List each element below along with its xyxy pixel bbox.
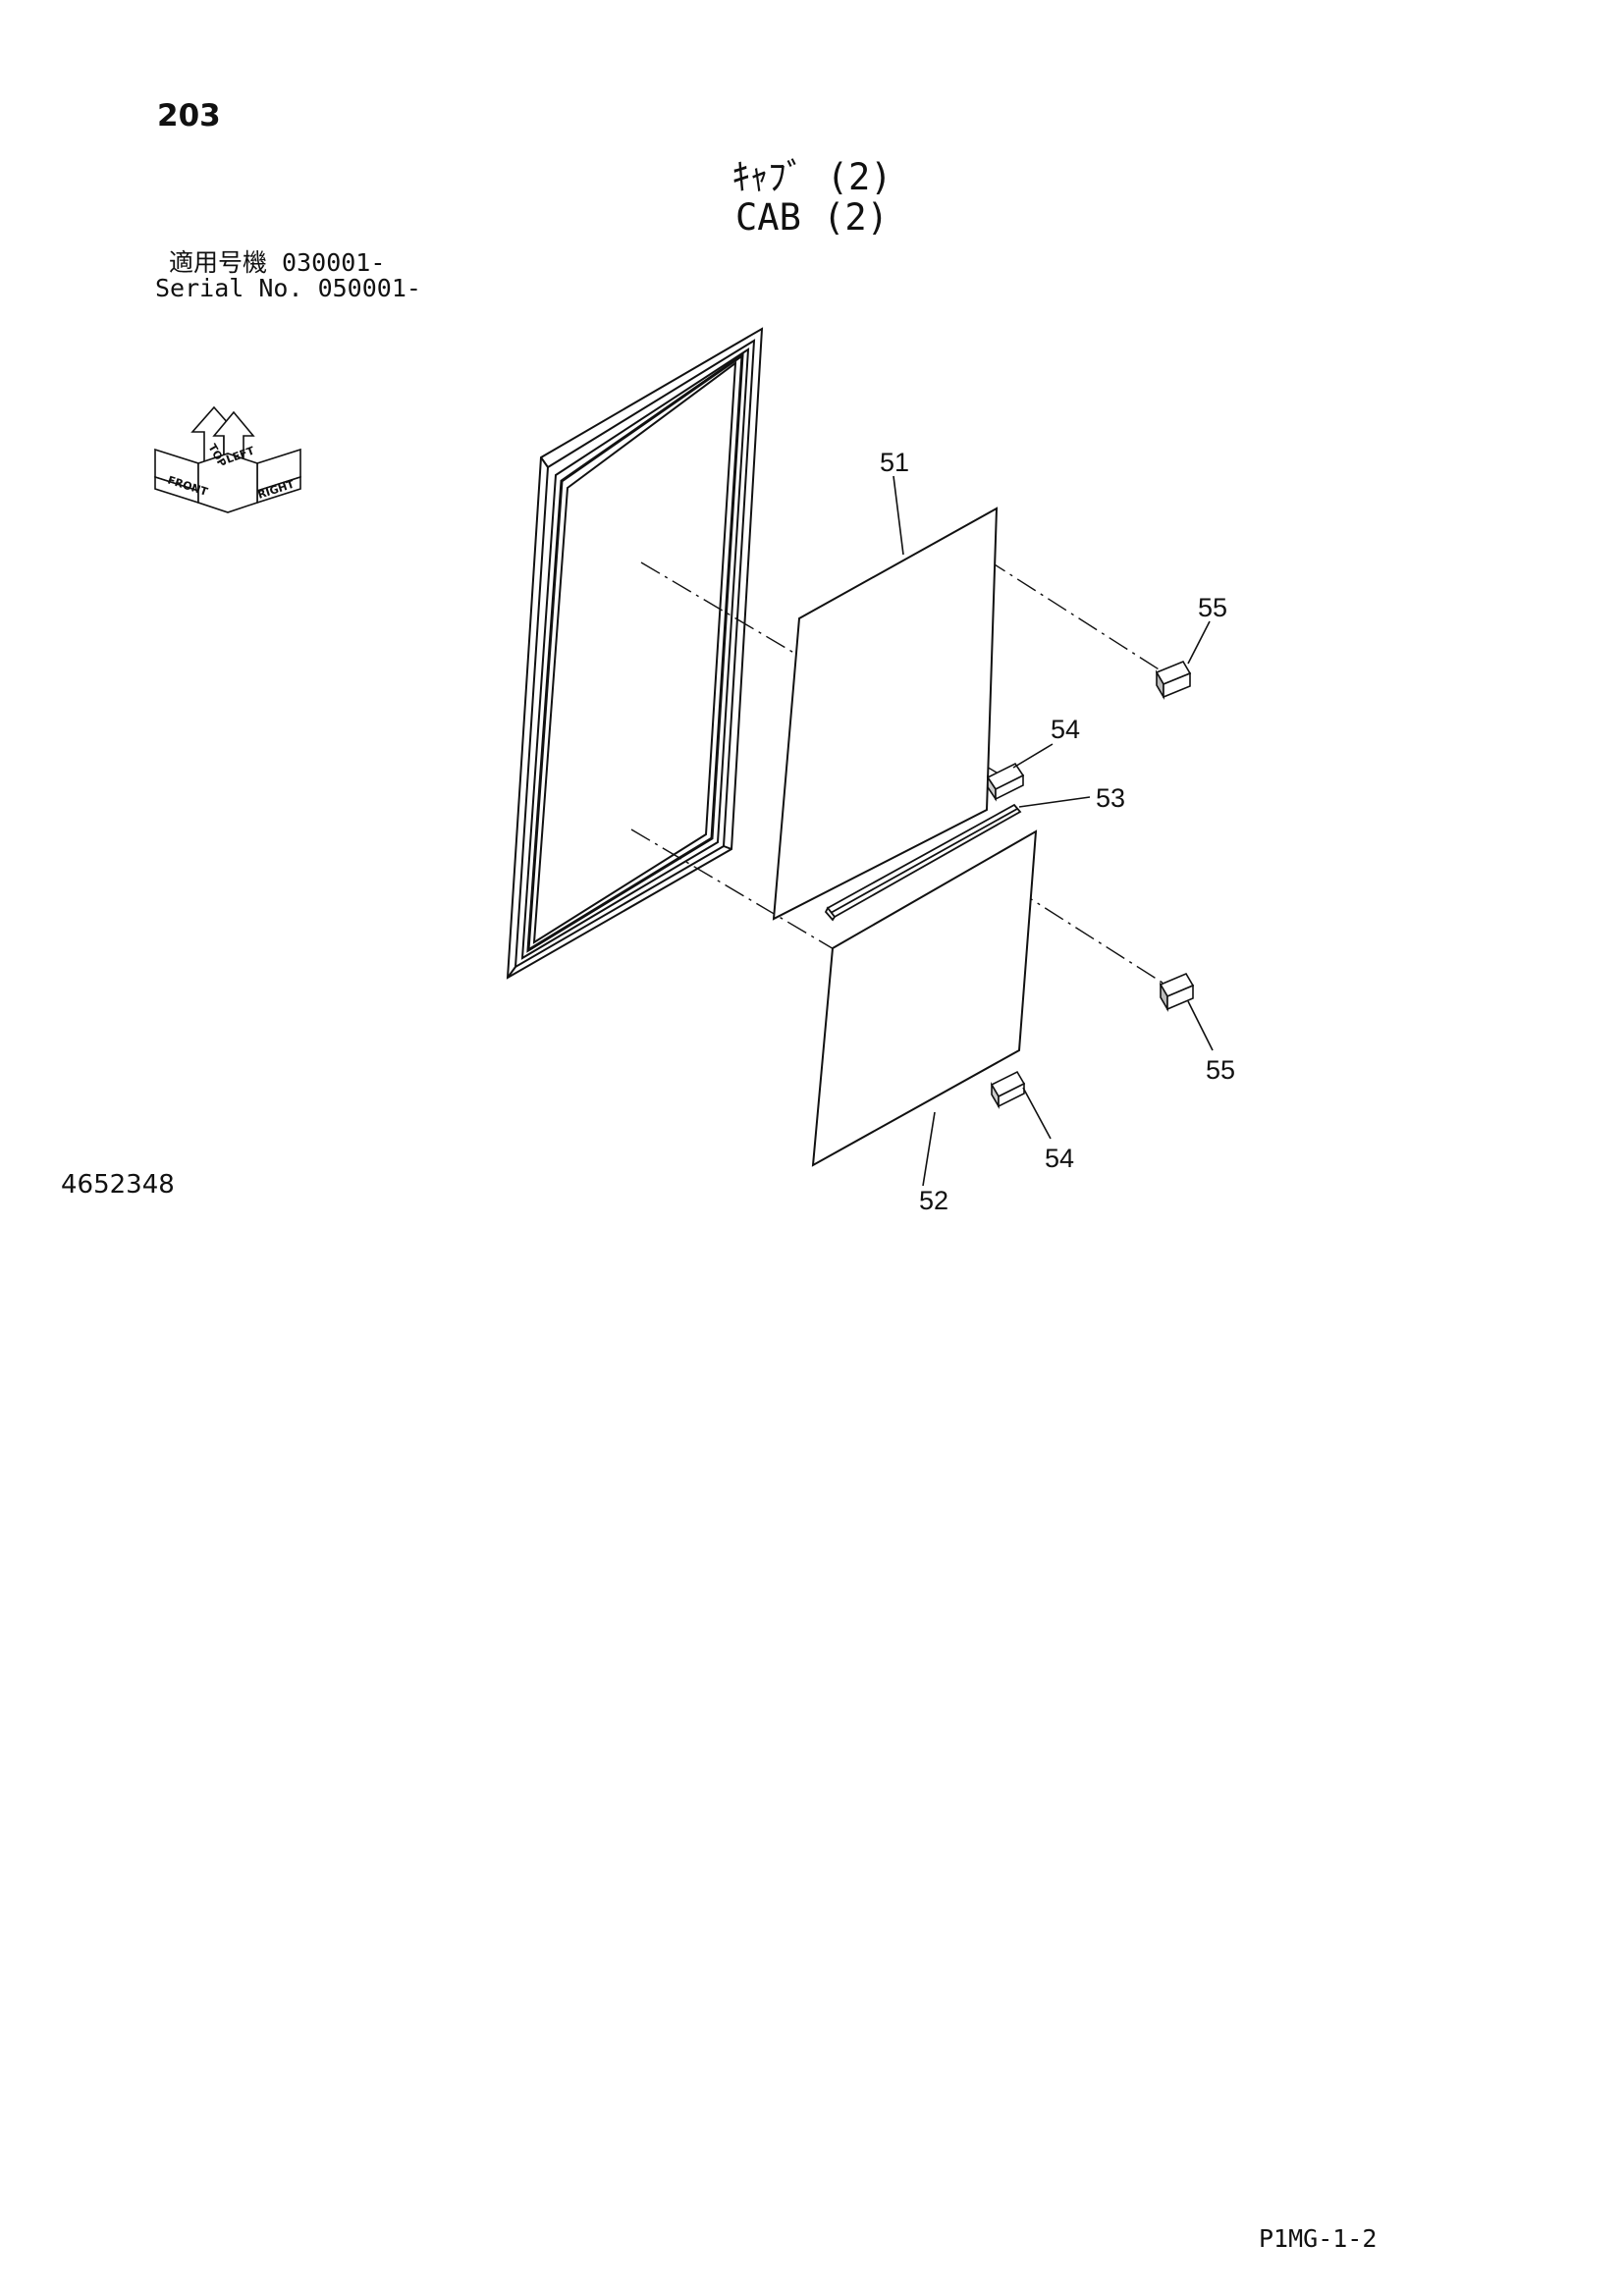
glass-seal-strip: [824, 803, 1022, 922]
callout-54-lower: 54: [1045, 1144, 1074, 1173]
callout-51: 51: [880, 448, 909, 477]
callout-52: 52: [919, 1186, 948, 1215]
serial-range-japanese: 適用号機 030001-: [169, 248, 386, 277]
clip-55-upper: [1155, 660, 1192, 700]
upper-glass-panel: [772, 507, 999, 921]
callout-54-upper: 54: [1051, 715, 1080, 744]
serial-range-english: Serial No. 050001-: [155, 274, 421, 302]
page-number: 203: [157, 98, 221, 133]
clip-54-lower: [990, 1070, 1026, 1109]
window-frame: [506, 327, 764, 980]
clip-55-lower: [1159, 972, 1195, 1012]
callout-leaders: [893, 475, 1214, 1187]
callout-53: 53: [1096, 783, 1125, 813]
title-japanese: ｷｬﾌﾞ (2): [731, 156, 893, 198]
title-english: CAB (2): [735, 196, 889, 239]
lower-glass-panel: [811, 829, 1038, 1167]
orientation-cube-icon: [154, 405, 301, 513]
clip-54-upper: [986, 762, 1025, 802]
callout-55-lower: 55: [1206, 1055, 1235, 1085]
page-code: P1MG-1-2: [1259, 2224, 1378, 2253]
callout-55-upper: 55: [1198, 593, 1227, 622]
drawing-number: 4652348: [61, 1170, 175, 1200]
